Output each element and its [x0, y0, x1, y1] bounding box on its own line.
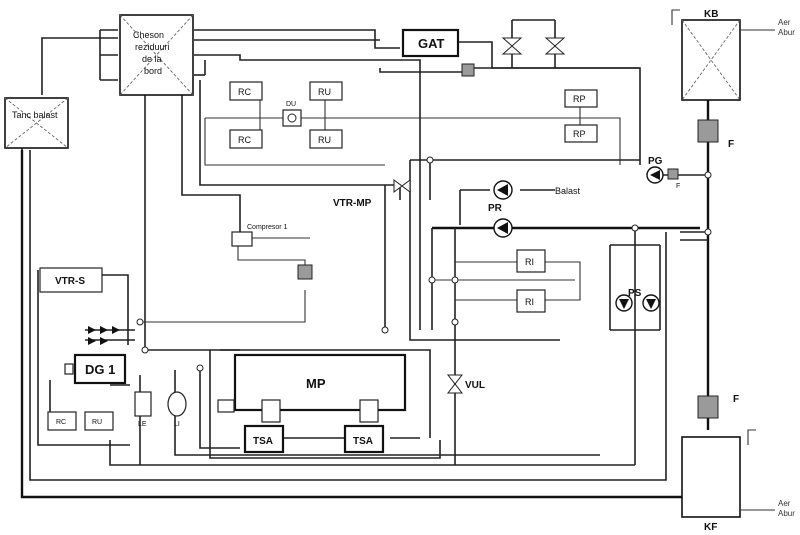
tsa-right: TSA: [343, 424, 385, 454]
filter-bottom: F: [697, 394, 739, 419]
filter-top: F: [697, 119, 734, 150]
rc-top-label: RC: [238, 87, 251, 97]
kb-tank: KB: [681, 9, 741, 101]
gat-filter: [461, 63, 475, 77]
ru-dg-box: RU: [84, 411, 114, 431]
kb-abur-label: Abur: [778, 28, 795, 37]
filter-bottom-label: F: [733, 394, 739, 405]
tsa-right-label: TSA: [353, 436, 373, 447]
kb-label: KB: [704, 9, 718, 20]
pr-pump-top: [493, 180, 513, 200]
rc-dg-label: RC: [56, 419, 66, 426]
rp-top-box: RP: [564, 89, 598, 108]
rc-bottom-label: RC: [238, 135, 251, 145]
valve-vul: VUL: [446, 374, 485, 394]
du-unit: DU: [282, 101, 302, 127]
ri-bottom-label: RI: [525, 297, 534, 307]
fittings: [136, 156, 712, 372]
ri-top-box: RI: [516, 249, 546, 273]
le-label: LE: [138, 421, 147, 428]
kf-aer-label: Aer: [778, 499, 791, 508]
rc-top-box: RC: [229, 81, 263, 101]
tsa-left: TSA: [243, 424, 285, 454]
compressor-unit: Compresor 1: [231, 224, 313, 280]
gat-label: GAT: [418, 36, 445, 51]
pr-pump-bottom: [493, 218, 513, 238]
tanc-balast-label: Tanc balast: [12, 110, 58, 120]
cheson-label-3: de la: [142, 54, 162, 64]
compressor-label: Compresor 1: [247, 224, 288, 231]
filter-top-label: F: [728, 139, 734, 150]
gat-unit: GAT: [401, 28, 460, 58]
li-label: LI: [174, 421, 180, 428]
ru-bottom-box: RU: [309, 129, 343, 149]
li-unit: LI: [167, 391, 187, 428]
kb-vents: Aer Abur: [671, 9, 795, 37]
ru-top-box: RU: [309, 81, 343, 101]
dg1-label: DG 1: [85, 362, 115, 377]
pr-label: PR: [488, 203, 503, 214]
ps-label: PS: [628, 288, 642, 299]
pg-label: PG: [648, 156, 663, 167]
ru-top-label: RU: [318, 87, 331, 97]
tsa-left-label: TSA: [253, 436, 273, 447]
valve-gat-1: [501, 37, 523, 55]
du-label: DU: [286, 101, 296, 108]
kf-vents: Aer Abur: [740, 429, 795, 518]
dg1-check-valves: [88, 326, 120, 345]
rc-bottom-box: RC: [229, 129, 263, 149]
ps-pump-left: [615, 294, 633, 312]
tanc-balast-tank: Tanc balast: [4, 97, 69, 149]
kb-aer-label: Aer: [778, 18, 791, 27]
kf-tank: KF: [681, 436, 741, 533]
ri-bottom-box: RI: [516, 289, 546, 313]
ps-pump-right: [642, 294, 660, 312]
balast-label: Balast: [555, 186, 581, 196]
ri-top-label: RI: [525, 257, 534, 267]
vtr-s-label: VTR-S: [55, 276, 85, 287]
pg-f-label: F: [676, 183, 680, 190]
vtr-s-unit: VTR-S: [39, 267, 103, 293]
ru-bottom-label: RU: [318, 135, 331, 145]
cheson-label-4: bord: [144, 66, 162, 76]
mp-label: MP: [306, 376, 326, 391]
le-unit: LE: [134, 391, 152, 428]
ru-dg-label: RU: [92, 419, 102, 426]
rp-bottom-label: RP: [573, 129, 586, 139]
cheson-label-2: reziduuri: [135, 42, 170, 52]
cheson-tank: Cheson reziduuri de la bord: [119, 14, 194, 96]
pg-pump: PG F: [646, 156, 680, 190]
vtr-mp-label: VTR-MP: [333, 198, 372, 209]
rp-top-label: RP: [573, 94, 586, 104]
valve-gat-2: [544, 37, 566, 55]
dg1-unit: DG 1: [64, 353, 127, 385]
kf-abur-label: Abur: [778, 509, 795, 518]
mp-engine: MP: [217, 353, 407, 423]
kf-label: KF: [704, 522, 717, 533]
rp-bottom-box: RP: [564, 124, 598, 143]
valve-vtr-mp: VTR-MP: [333, 179, 411, 209]
rc-dg-box: RC: [47, 411, 77, 431]
cheson-label-1: Cheson: [133, 30, 164, 40]
vul-label: VUL: [465, 380, 485, 391]
